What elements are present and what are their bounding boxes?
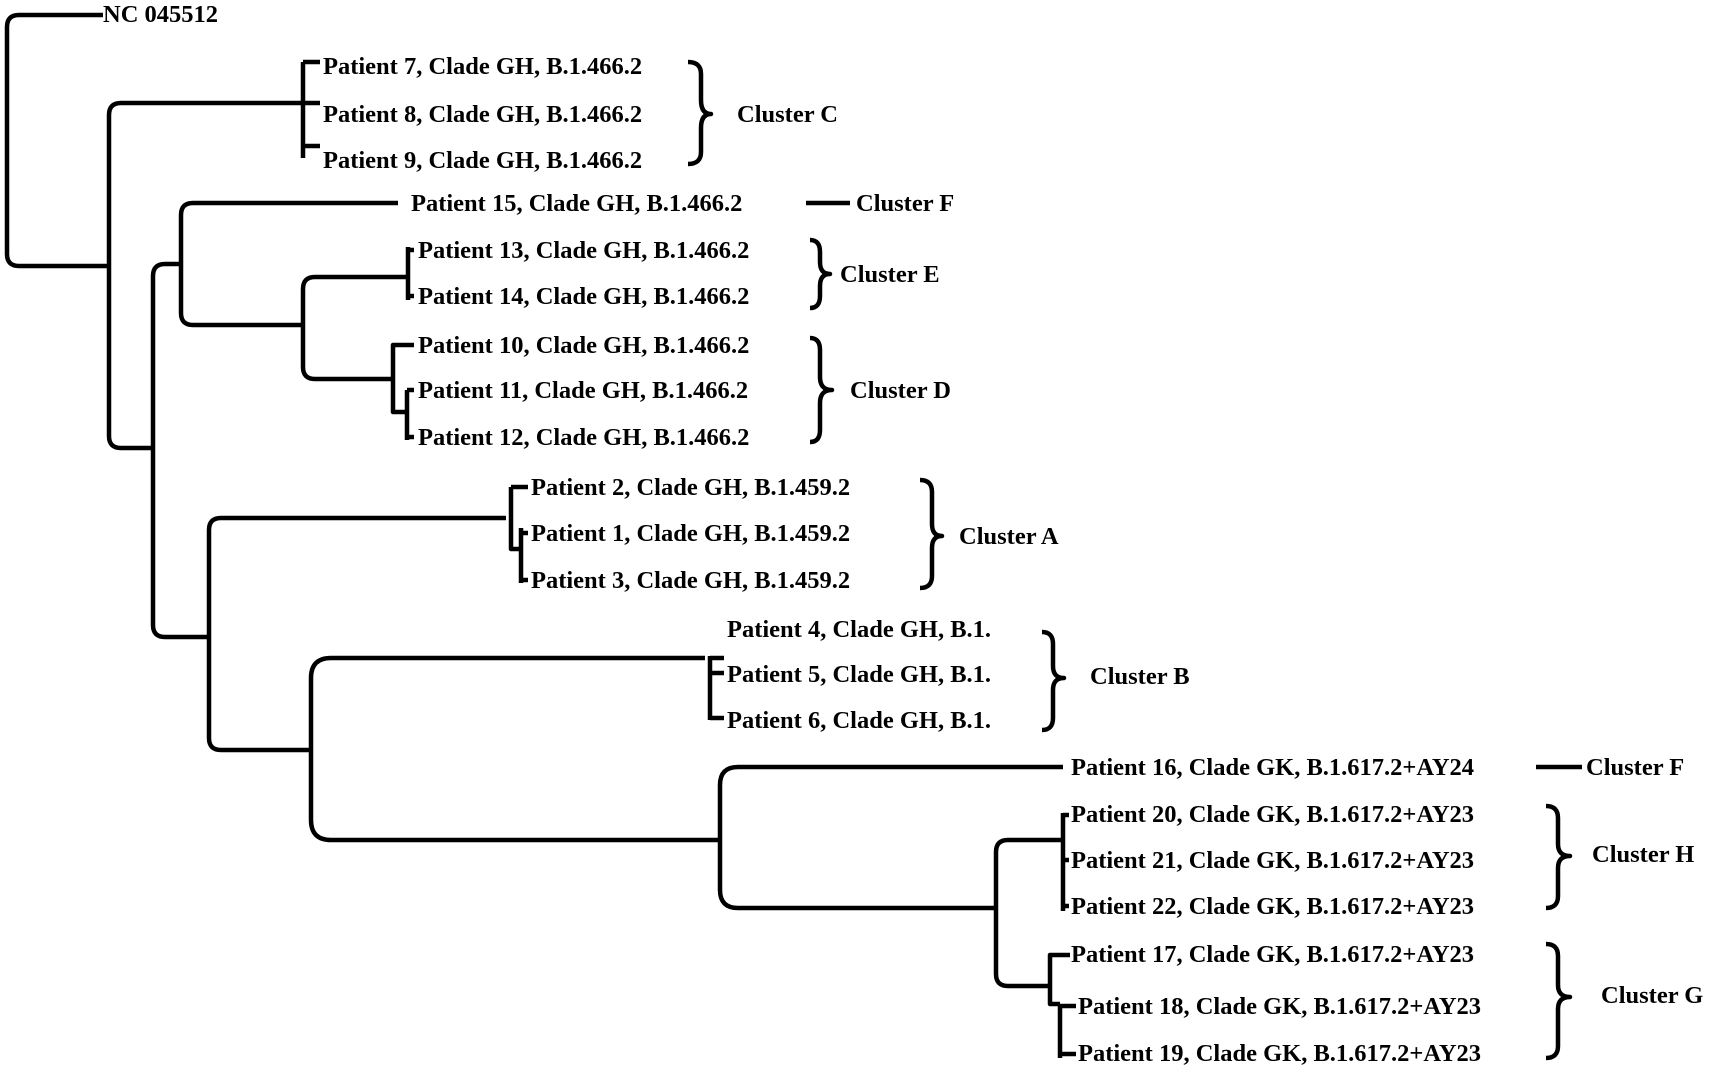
- branch-major-split: [150, 261, 209, 640]
- tree-labels: NC 045512 Patient 7, Clade GH, B.1.466.2…: [103, 1, 1703, 1067]
- taxon-label: Patient 10, Clade GH, B.1.466.2: [418, 332, 749, 359]
- brace-cluster-a: [919, 477, 945, 591]
- cluster-label: Cluster F: [1586, 754, 1684, 781]
- brace-cluster-e: [809, 237, 833, 311]
- taxon-label: Patient 12, Clade GH, B.1.466.2: [418, 424, 749, 451]
- taxon-label: Patient 8, Clade GH, B.1.466.2: [323, 101, 642, 128]
- branch-ingroup: [106, 100, 303, 451]
- brace-cluster-d: [809, 335, 835, 445]
- taxon-label: Patient 17, Clade GK, B.1.617.2+AY23: [1071, 941, 1474, 968]
- taxon-label: Patient 7, Clade GH, B.1.466.2: [323, 53, 642, 80]
- branch-root: [4, 12, 109, 269]
- taxon-label: Patient 15, Clade GH, B.1.466.2: [411, 190, 742, 217]
- taxon-label: Patient 14, Clade GH, B.1.466.2: [418, 283, 749, 310]
- brace-cluster-c: [687, 59, 714, 167]
- branch-hg-node: [993, 837, 1063, 989]
- cluster-label: Cluster C: [737, 101, 838, 128]
- taxon-label: Patient 4, Clade GH, B.1.: [727, 616, 991, 643]
- cluster-label: Cluster A: [959, 523, 1059, 550]
- cluster-label: Cluster G: [1601, 982, 1703, 1009]
- brace-cluster-b: [1041, 629, 1067, 733]
- taxon-label: Patient 22, Clade GK, B.1.617.2+AY23: [1071, 893, 1474, 920]
- taxon-label: Patient 5, Clade GH, B.1.: [727, 661, 991, 688]
- taxon-label: Patient 19, Clade GK, B.1.617.2+AY23: [1078, 1040, 1481, 1067]
- taxon-label: Patient 2, Clade GH, B.1.459.2: [531, 474, 850, 501]
- taxon-label: Patient 6, Clade GH, B.1.: [727, 707, 991, 734]
- brace-cluster-g: [1545, 941, 1573, 1061]
- taxon-label: Patient 20, Clade GK, B.1.617.2+AY23: [1071, 801, 1474, 828]
- branch-bfhg-node: [308, 655, 720, 843]
- cluster-label: Cluster H: [1592, 841, 1694, 868]
- brace-cluster-h: [1545, 803, 1573, 911]
- cluster-brackets: [687, 59, 1582, 1061]
- tree-branches: [4, 12, 1076, 1058]
- branch-fed-node: [178, 200, 398, 328]
- branch-cluster-a-node: [508, 487, 521, 552]
- cluster-label: Cluster D: [850, 377, 951, 404]
- root-label: NC 045512: [103, 1, 218, 28]
- taxon-label: Patient 13, Clade GH, B.1.466.2: [418, 237, 749, 264]
- taxon-label: Patient 11, Clade GH, B.1.466.2: [418, 377, 748, 404]
- branch-cluster-g-node: [1047, 952, 1065, 1007]
- branch-abfhg-node: [206, 515, 506, 753]
- taxon-label: Patient 1, Clade GH, B.1.459.2: [531, 520, 850, 547]
- cluster-label: Cluster F: [856, 190, 954, 217]
- cluster-label: Cluster E: [840, 261, 940, 288]
- branch-fhg-node: [717, 764, 1063, 911]
- branch-ed-node: [300, 274, 408, 382]
- branch-cluster-d-node: [390, 342, 407, 415]
- taxon-label: Patient 3, Clade GH, B.1.459.2: [531, 567, 850, 594]
- taxon-label: Patient 16, Clade GK, B.1.617.2+AY24: [1071, 754, 1474, 781]
- cluster-label: Cluster B: [1090, 663, 1190, 690]
- taxon-label: Patient 9, Clade GH, B.1.466.2: [323, 147, 642, 174]
- taxon-label: Patient 18, Clade GK, B.1.617.2+AY23: [1078, 993, 1481, 1020]
- taxon-label: Patient 21, Clade GK, B.1.617.2+AY23: [1071, 847, 1474, 874]
